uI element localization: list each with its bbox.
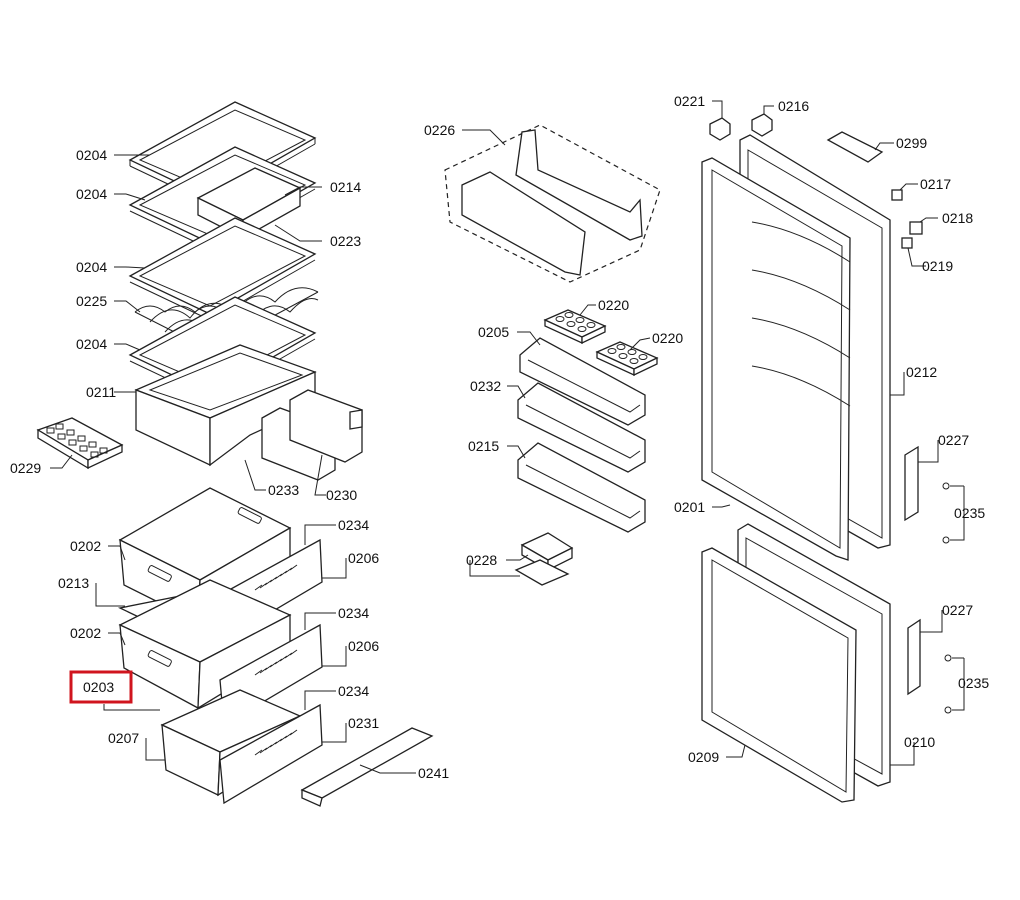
label-0212: 0212 (906, 364, 937, 380)
label-0227-b: 0227 (942, 602, 973, 618)
label-0217: 0217 (920, 176, 951, 192)
label-0226: 0226 (424, 122, 455, 138)
egg-tray-0220a (543, 309, 607, 345)
label-0206-a: 0206 (348, 550, 379, 566)
small-part-0219 (901, 237, 913, 249)
label-0210: 0210 (904, 734, 935, 750)
label-0207: 0207 (108, 730, 139, 746)
label-plate-0299 (826, 131, 884, 163)
label-0218: 0218 (942, 210, 973, 226)
label-0205: 0205 (478, 324, 509, 340)
label-0228: 0228 (466, 552, 497, 568)
label-0216: 0216 (778, 98, 809, 114)
label-0203: 0203 (83, 679, 114, 695)
cover-strip-0241 (300, 727, 434, 807)
handle-0227b (907, 618, 921, 696)
divider-0230 (289, 389, 363, 463)
label-0204-a: 0204 (76, 147, 107, 163)
label-0204-d: 0204 (76, 336, 107, 352)
label-0235-b: 0235 (958, 675, 989, 691)
door-rack-set-0226 (444, 124, 661, 283)
leader-lines (50, 100, 965, 774)
ice-tray-0229 (36, 417, 124, 470)
label-0299: 0299 (896, 135, 927, 151)
label-0235-a: 0235 (954, 505, 985, 521)
small-part-0218 (909, 221, 923, 235)
door-shelf-0215 (517, 442, 646, 533)
label-0211: 0211 (86, 384, 116, 400)
label-0220-a: 0220 (598, 297, 629, 313)
callout-labels: 0204 0204 0204 0225 0204 0211 0214 0223 … (10, 93, 989, 781)
egg-tray-0220b (595, 341, 659, 377)
highlight-box (69, 670, 133, 704)
label-0219: 0219 (922, 258, 953, 274)
label-0230: 0230 (326, 487, 357, 503)
drawer-front-0234c (219, 703, 323, 805)
label-0234-a: 0234 (338, 517, 369, 533)
label-0227-a: 0227 (938, 432, 969, 448)
label-0234-c: 0234 (338, 683, 369, 699)
label-0223: 0223 (330, 233, 361, 249)
door-shelf-0232 (517, 382, 646, 473)
label-0201: 0201 (674, 499, 705, 515)
label-0214: 0214 (330, 179, 361, 195)
label-0202-b: 0202 (70, 625, 101, 641)
small-part-0216 (751, 113, 773, 137)
label-0206-b: 0206 (348, 638, 379, 654)
fridge-gasket-0201 (701, 157, 851, 561)
butter-box-0228 (514, 532, 574, 586)
label-0204-c: 0204 (76, 259, 107, 275)
label-0202-a: 0202 (70, 538, 101, 554)
screw-0235b (944, 654, 952, 714)
label-0234-b: 0234 (338, 605, 369, 621)
label-0232: 0232 (470, 378, 501, 394)
label-0209: 0209 (688, 749, 719, 765)
label-0213: 0213 (58, 575, 89, 591)
screw-0235a (942, 482, 950, 544)
small-part-0217 (891, 189, 903, 201)
label-0225: 0225 (76, 293, 107, 309)
label-0241: 0241 (418, 765, 449, 781)
label-0215: 0215 (468, 438, 499, 454)
freezer-gasket-0209 (701, 547, 857, 803)
label-0233: 0233 (268, 482, 299, 498)
door-shelf-0205 (519, 337, 646, 426)
small-part-0221 (709, 117, 731, 141)
label-0229: 0229 (10, 460, 41, 476)
label-0231: 0231 (348, 715, 379, 731)
label-0220-b: 0220 (652, 330, 683, 346)
label-0221: 0221 (674, 93, 705, 109)
label-0204-b: 0204 (76, 186, 107, 202)
handle-0227a (904, 445, 919, 522)
